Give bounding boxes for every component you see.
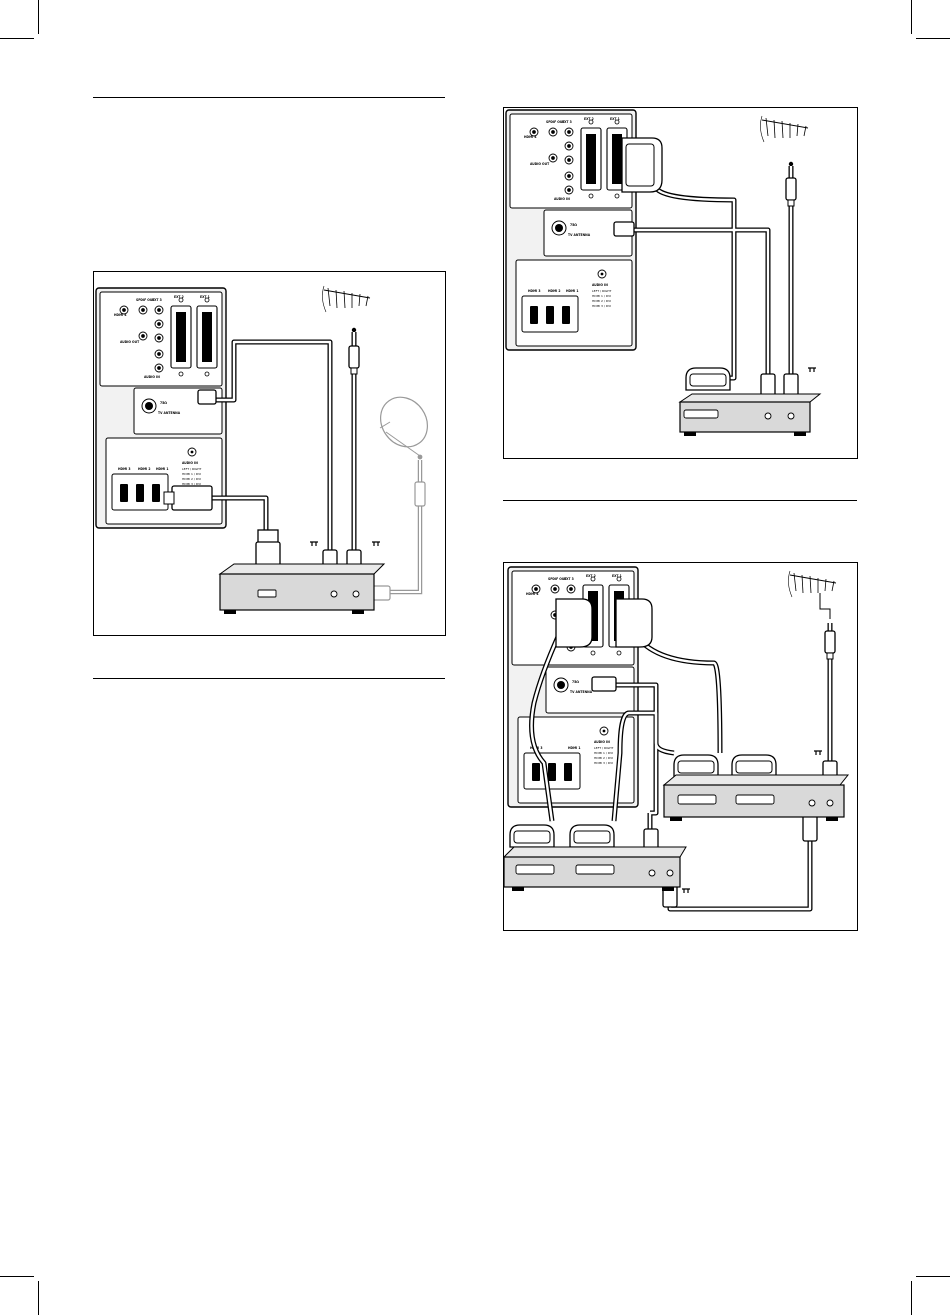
label-spdif: SPDIF OUT	[548, 577, 567, 581]
satellite-receiver-box	[218, 563, 386, 614]
label-dvi-hdmi3: HDMI 3 / DVI	[594, 761, 613, 765]
diagram-recorder-scart: HDMI 4 SPDIF OUT EXT 3 EXT 2 EXT 1 AUDIO…	[503, 107, 858, 459]
label-hdmi4: HDMI 4	[524, 135, 536, 139]
section-rule	[503, 500, 857, 501]
label-dvi-hdmi2: HDMI 2 / DVI	[594, 756, 613, 760]
label-audio-in-dvi: AUDIO IN	[594, 740, 610, 744]
section-rule	[93, 678, 445, 679]
label-hdmi4: HDMI 4	[526, 592, 538, 596]
label-dvi-lr: LEFT / RIGHT	[594, 746, 614, 750]
crop-mark	[38, 0, 39, 34]
label-ext2: EXT 2	[584, 117, 594, 121]
rf-signal-icon	[309, 541, 319, 547]
label-audio-in-dvi: AUDIO IN	[592, 283, 608, 287]
rf-antenna-icon	[321, 285, 371, 313]
label-dvi-lr: LEFT / RIGHT	[592, 289, 612, 293]
rf-signal-icon	[681, 888, 691, 894]
label-tv-antenna: TV ANTENNA	[158, 411, 181, 415]
label-dvi-hdmi1: HDMI 1 / DVI	[592, 294, 611, 298]
label-ext2: EXT 2	[174, 295, 184, 299]
label-audio-in: AUDIO IN	[554, 197, 570, 201]
label-ext1: EXT 1	[200, 295, 210, 299]
label-dvi-lr: LEFT / RIGHT	[182, 467, 202, 471]
label-ext1: EXT 1	[610, 117, 620, 121]
label-dvi-hdmi1: HDMI 1 / DVI	[182, 472, 201, 476]
label-spdif: SPDIF OUT	[546, 120, 565, 124]
crop-mark	[916, 1276, 950, 1277]
label-hdmi2: HDMI 2	[138, 467, 150, 471]
label-dvi-hdmi2: HDMI 2 / DVI	[592, 299, 611, 303]
label-ext3: EXT 3	[152, 298, 162, 302]
label-hdmi3: HDMI 3	[118, 467, 130, 471]
diagram-satellite-receiver: HDMI 4 SPDIF OUT EXT 3 EXT 2 EXT 1 AUDIO…	[93, 271, 446, 636]
label-hdmi2: HDMI 2	[548, 289, 560, 293]
label-tv-antenna: TV ANTENNA	[570, 690, 593, 694]
label-audio-in: AUDIO IN	[144, 375, 160, 379]
label-ext2: EXT 2	[586, 574, 596, 578]
crop-mark	[38, 1281, 39, 1315]
crop-mark	[911, 1281, 912, 1315]
label-spdif: SPDIF OUT	[136, 298, 155, 302]
recorder-box-2	[662, 774, 850, 821]
label-ext3: EXT 3	[564, 577, 574, 581]
diagram-two-recorders: HDMI 4 SPDIF OUT EXT 3 EXT 2 EXT 1 75Ω T…	[503, 562, 858, 931]
label-dvi-hdmi3: HDMI 3 / DVI	[592, 304, 611, 308]
crop-mark	[0, 1276, 34, 1277]
label-dvi-hdmi1: HDMI 1 / DVI	[594, 751, 613, 755]
label-audio-out: AUDIO OUT	[120, 340, 140, 344]
recorder-box-1	[504, 846, 687, 891]
label-dvi-hdmi2: HDMI 2 / DVI	[182, 477, 201, 481]
satellite-dish-icon	[379, 396, 428, 460]
label-ext3: EXT 3	[562, 120, 572, 124]
rf-antenna-icon	[759, 115, 809, 143]
label-ext1: EXT 1	[612, 574, 622, 578]
rf-signal-icon	[807, 367, 817, 373]
label-hdmi3: HDMI 3	[528, 289, 540, 293]
label-audio-in-dvi: AUDIO IN	[182, 461, 198, 465]
crop-mark	[916, 38, 950, 39]
section-rule	[93, 97, 445, 98]
label-audio-out: AUDIO OUT	[530, 162, 550, 166]
crop-mark	[911, 0, 912, 34]
label-antenna-impedance: 75Ω	[572, 680, 579, 684]
label-antenna-impedance: 75Ω	[160, 401, 167, 405]
label-hdmi1: HDMI 1	[568, 746, 580, 750]
rf-signal-icon	[371, 541, 381, 547]
label-hdmi4: HDMI 4	[114, 313, 126, 317]
label-antenna-impedance: 75Ω	[570, 223, 577, 227]
crop-mark	[0, 38, 34, 39]
label-hdmi1: HDMI 1	[156, 467, 168, 471]
rf-antenna-icon	[787, 570, 837, 598]
recorder-box	[678, 393, 822, 436]
label-hdmi1: HDMI 1	[566, 289, 578, 293]
rf-signal-icon	[813, 750, 823, 756]
label-tv-antenna: TV ANTENNA	[568, 233, 591, 237]
label-dvi-hdmi3: HDMI 3 / DVI	[182, 482, 201, 486]
